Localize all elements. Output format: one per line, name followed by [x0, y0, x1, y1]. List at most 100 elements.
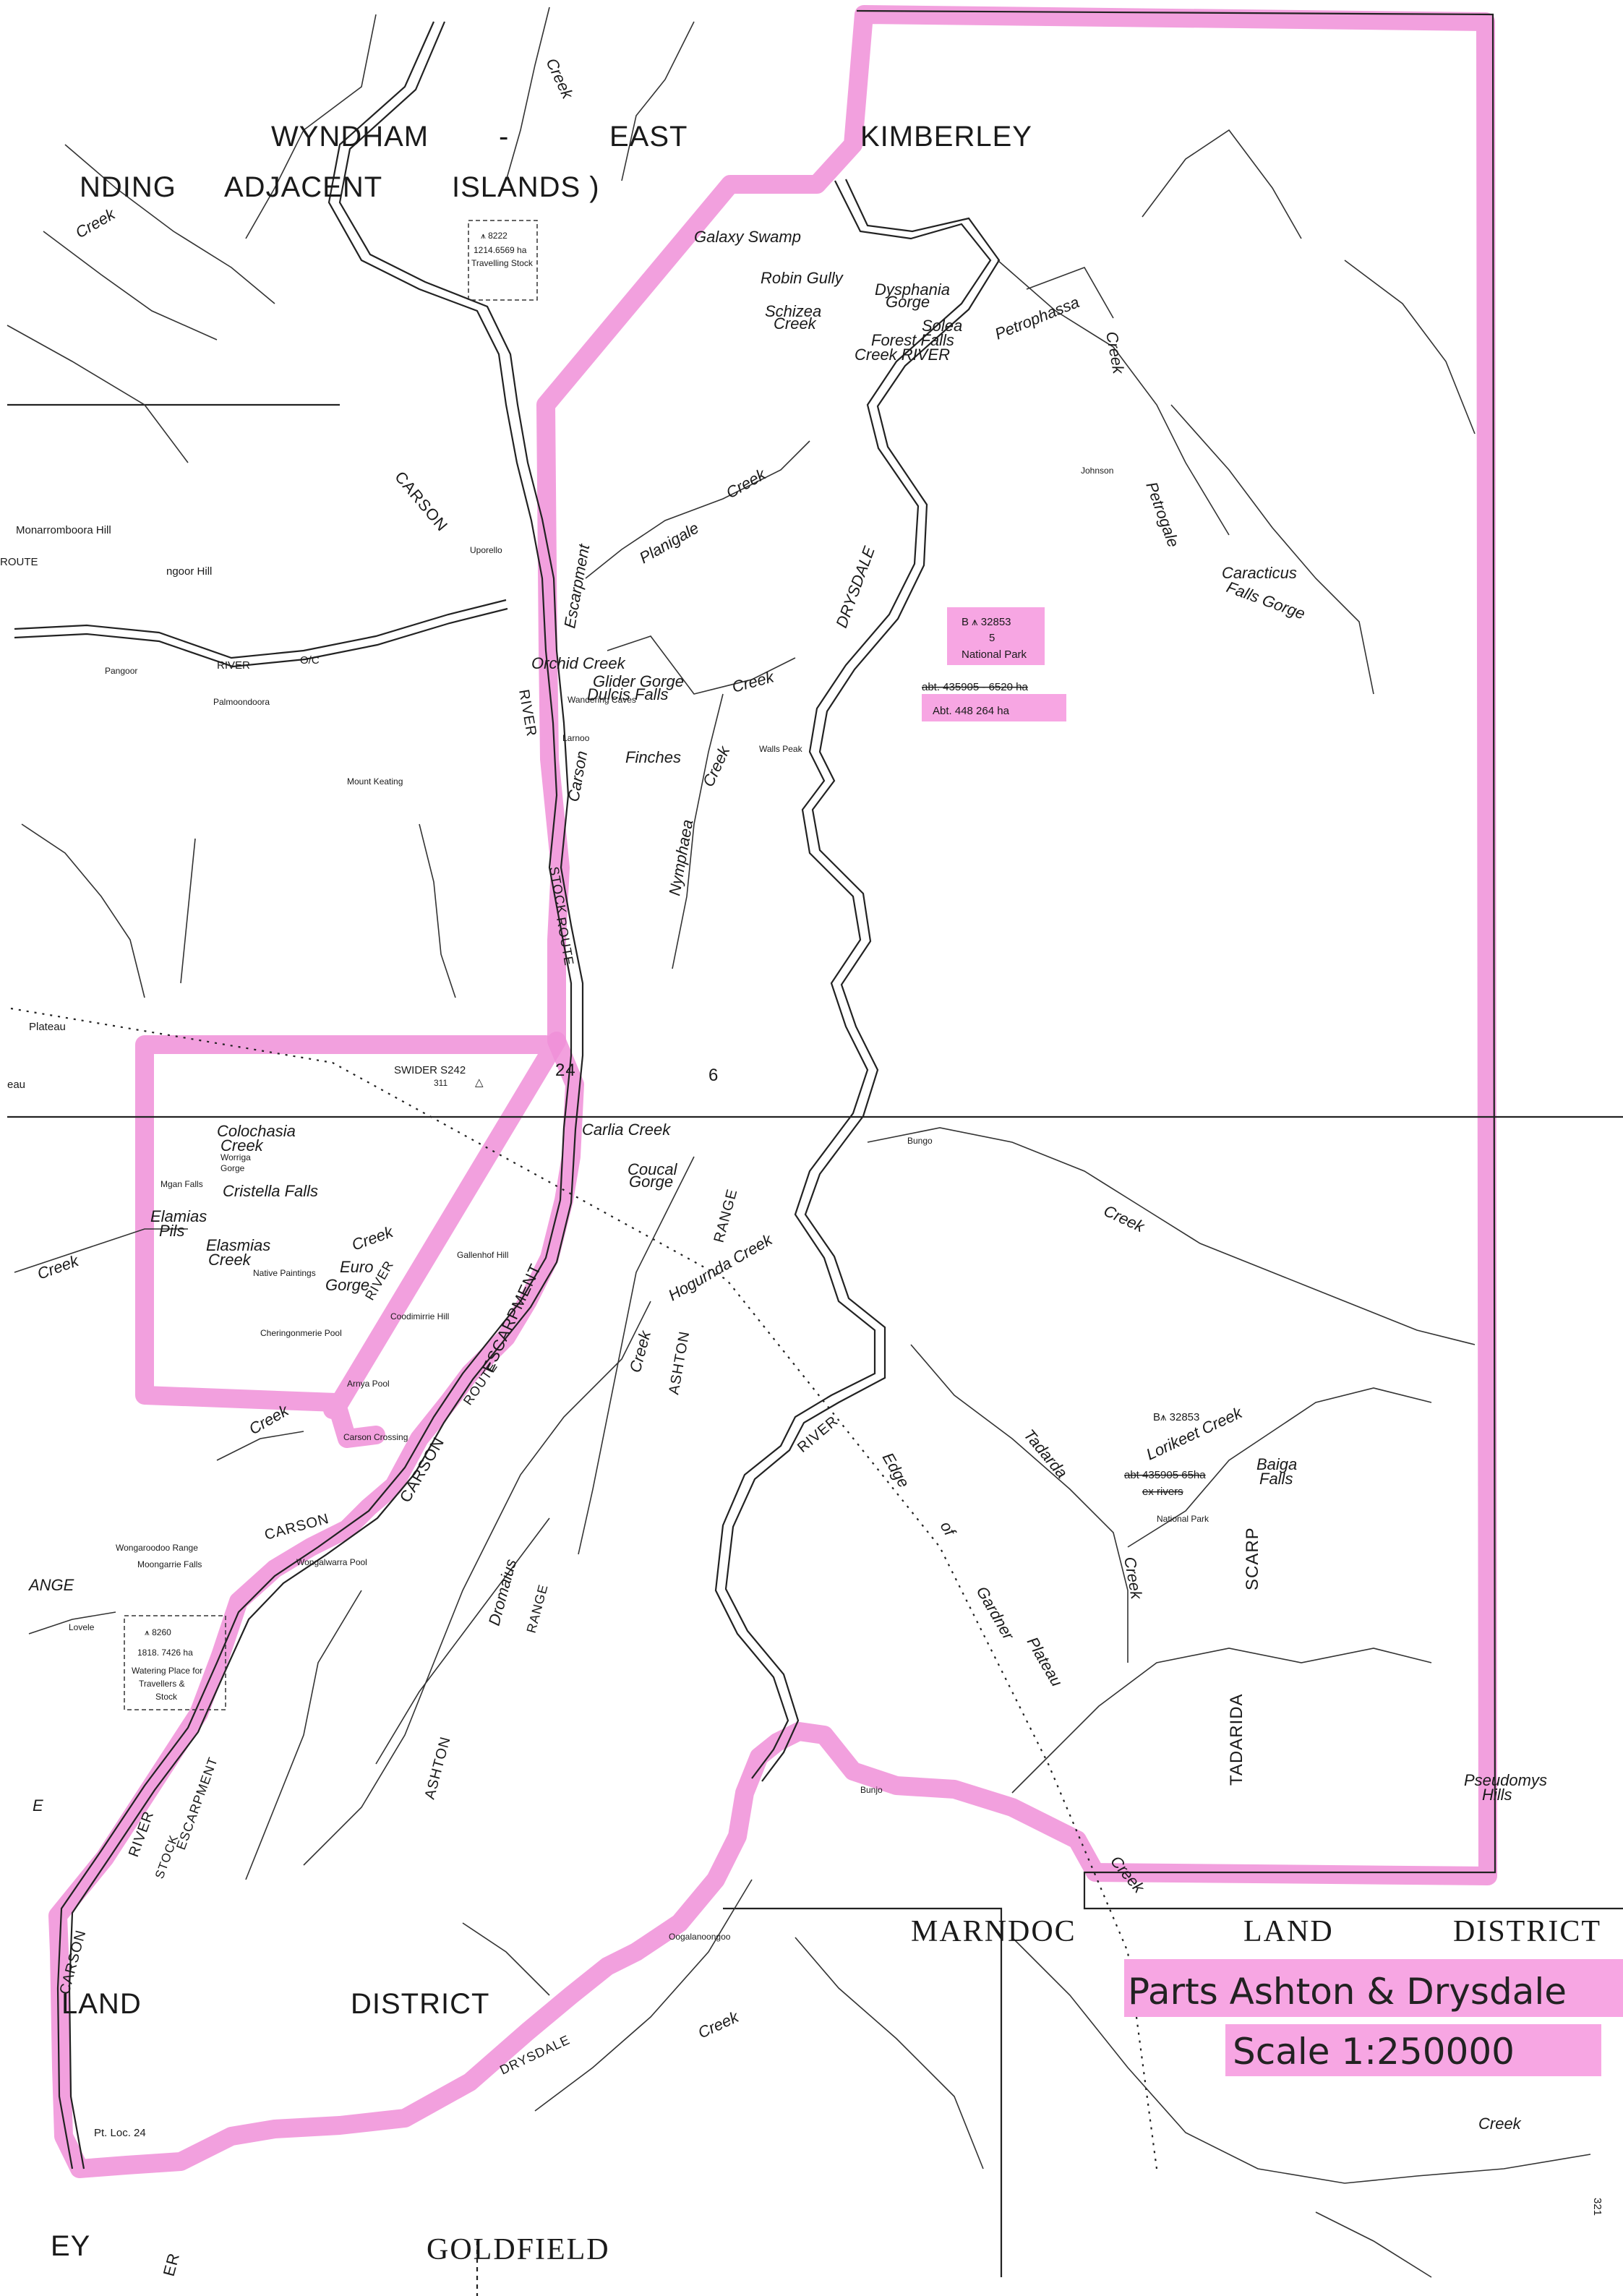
label-caracticus-2: Falls Gorge: [1224, 578, 1307, 622]
label-tadarda: Tadarda: [1020, 1426, 1071, 1481]
reserve-8260-id: ⩚ 8260: [145, 1627, 171, 1637]
np-top-old-area: abt. 435905 - 6520 ha: [922, 681, 1028, 693]
label-euro-2: Gorge: [325, 1276, 369, 1294]
reserve-8260-purpose-1: Watering Place for: [132, 1666, 202, 1676]
label-orchid-creek: Orchid Creek: [531, 654, 626, 672]
label-baiga-2: Falls: [1259, 1470, 1293, 1488]
region-eau: eau: [7, 1079, 25, 1091]
label-caracticus-1: Caracticus: [1222, 564, 1297, 582]
label-range-dromaius: RANGE: [524, 1582, 551, 1635]
region-labels: WYNDHAM - EAST KIMBERLEY NDING ADJACENT …: [7, 121, 1601, 2266]
label-dysphania-1: Dysphania: [875, 280, 950, 299]
label-native-paintings: Native Paintings: [253, 1268, 316, 1278]
label-galaxy-swamp: Galaxy Swamp: [694, 228, 801, 246]
label-escarpment-top: Escarpment: [560, 542, 593, 630]
np-top-num: 5: [989, 632, 995, 644]
label-cheringonmerie-pool: Cheringonmerie Pool: [260, 1328, 342, 1338]
label-creek-nymphaea: Creek: [699, 742, 734, 789]
annotation-scale: Scale 1:250000: [1233, 2031, 1515, 2073]
label-robin-gully: Robin Gully: [761, 269, 844, 287]
label-nymphaea: Nymphaea: [665, 818, 696, 897]
label-mgan-falls: Mgan Falls: [160, 1179, 203, 1189]
swider-label: SWIDER S242: [394, 1064, 466, 1076]
region-adjacent: ADJACENT: [224, 171, 382, 203]
label-of: of: [937, 1518, 960, 1541]
reserve-8222-purpose: Travelling Stock: [471, 258, 534, 268]
label-euro-1: Euro: [340, 1258, 373, 1276]
label-pangoor: Pangoor: [105, 666, 137, 676]
label-petrogale: Petrogale: [1142, 479, 1183, 549]
label-dulcis-falls: Dulcis Falls: [587, 685, 668, 703]
region-dash: -: [499, 121, 509, 153]
carson-river: [56, 21, 584, 2169]
side-note: 321: [1591, 2198, 1603, 2216]
label-elamias-1: Elamias: [150, 1207, 207, 1225]
district-boundaries: [7, 9, 1623, 2296]
label-carlia-creek: Carlia Creek: [582, 1121, 671, 1139]
reserve-8222: ⩚ 8222 1214.6569 ha Travelling Stock: [468, 220, 538, 301]
region-land-right: LAND: [1243, 1915, 1334, 1948]
label-river-left: RIVER: [217, 659, 250, 672]
label-elasmias-2: Creek: [208, 1251, 252, 1269]
label-tadarida: TADARIDA: [1227, 1693, 1246, 1786]
label-walls-peak: Walls Peak: [759, 744, 803, 754]
np-top-type: National Park: [962, 648, 1027, 661]
label-wongalwarra-pool: Wongalwarra Pool: [296, 1557, 367, 1567]
label-creek-euro: Creek: [349, 1222, 396, 1254]
label-coucal-1: Coucal: [628, 1160, 678, 1178]
label-finches: Finches: [625, 748, 681, 766]
drysdale-river: [714, 179, 1001, 1782]
label-larnoo: Larnoo: [562, 733, 590, 743]
label-petrophassa: Petrophassa: [993, 293, 1082, 343]
label-solea: Solea: [922, 317, 962, 335]
reserve-8260-area: 1818. 7426 ha: [137, 1648, 193, 1658]
region-ange: ANGE: [27, 1576, 74, 1594]
region-e: E: [33, 1796, 43, 1815]
region-nding: NDING: [80, 171, 176, 203]
label-uporello: Uporello: [470, 545, 502, 555]
label-dysphania-2: Gorge: [886, 293, 930, 311]
label-stock-low: STOCK: [153, 1833, 181, 1880]
label-creek-planigale: Creek: [723, 465, 769, 502]
region-land-left: LAND: [61, 1988, 142, 2020]
reserve-8222-area: 1214.6569 ha: [474, 245, 527, 255]
reserve-8260-purpose-2: Travellers &: [139, 1679, 185, 1689]
lot-6-label: 6: [708, 1066, 719, 1085]
label-carson-mid: Carson: [564, 750, 591, 803]
label-baiga-1: Baiga: [1256, 1455, 1297, 1473]
reserve-8260: ⩚ 8260 1818. 7426 ha Watering Place for …: [124, 1615, 226, 1710]
label-ngoor-hill: ngoor Hill: [166, 565, 212, 578]
label-creek-top: Creek: [542, 56, 577, 103]
lot-labels: SWIDER S242 311 △ 24 6 Pt. Loc. 24: [94, 1061, 719, 2139]
label-planigale: Planigale: [636, 518, 702, 567]
label-pseudomys-1: Pseudomys: [1464, 1771, 1547, 1789]
np-bottom-type: National Park: [1157, 1514, 1209, 1524]
np-top-id: B ⩚ 32853: [962, 616, 1011, 628]
region-islands: ISLANDS ): [452, 171, 600, 203]
pt-loc-24-label: Pt. Loc. 24: [94, 2127, 146, 2139]
label-monarromboora-hill: Monarromboora Hill: [16, 524, 111, 536]
label-wandering-caves: Wandering Caves: [568, 695, 636, 705]
label-colochasia-2: Creek: [220, 1136, 264, 1155]
label-cristella-falls: Cristella Falls: [223, 1182, 318, 1200]
pangoor-river: [14, 599, 508, 668]
np-bottom-old-2: ex rivers: [1142, 1486, 1183, 1498]
np-bottom-old-1: abt 435905 65ha: [1124, 1469, 1206, 1481]
creek-network: [7, 7, 1591, 2278]
label-er: ER: [160, 2250, 184, 2278]
label-schizea-1: Schizea: [765, 302, 821, 320]
reserve-8260-purpose-3: Stock: [155, 1692, 178, 1702]
label-creek-top-left: Creek: [72, 205, 119, 241]
label-range-mid: RANGE: [711, 1187, 741, 1244]
region-district-right: DISTRICT: [1453, 1915, 1601, 1948]
region-plateau: Plateau: [29, 1021, 66, 1033]
label-elamias-2: Pils: [159, 1222, 184, 1240]
label-coucal-2: Gorge: [629, 1173, 673, 1191]
annotation-title: Parts Ashton & Drysdale: [1128, 1971, 1567, 2013]
label-coodimirrie-hill: Coodimirrie Hill: [390, 1311, 449, 1322]
label-creek-river: Creek RIVER: [855, 346, 950, 364]
national-park-bottom: B⩚ 32853 abt 435905 65ha ex rivers Natio…: [1124, 1411, 1209, 1524]
label-worriga-2: Gorge: [220, 1163, 245, 1173]
label-river-drysdale: RIVER: [795, 1413, 842, 1455]
